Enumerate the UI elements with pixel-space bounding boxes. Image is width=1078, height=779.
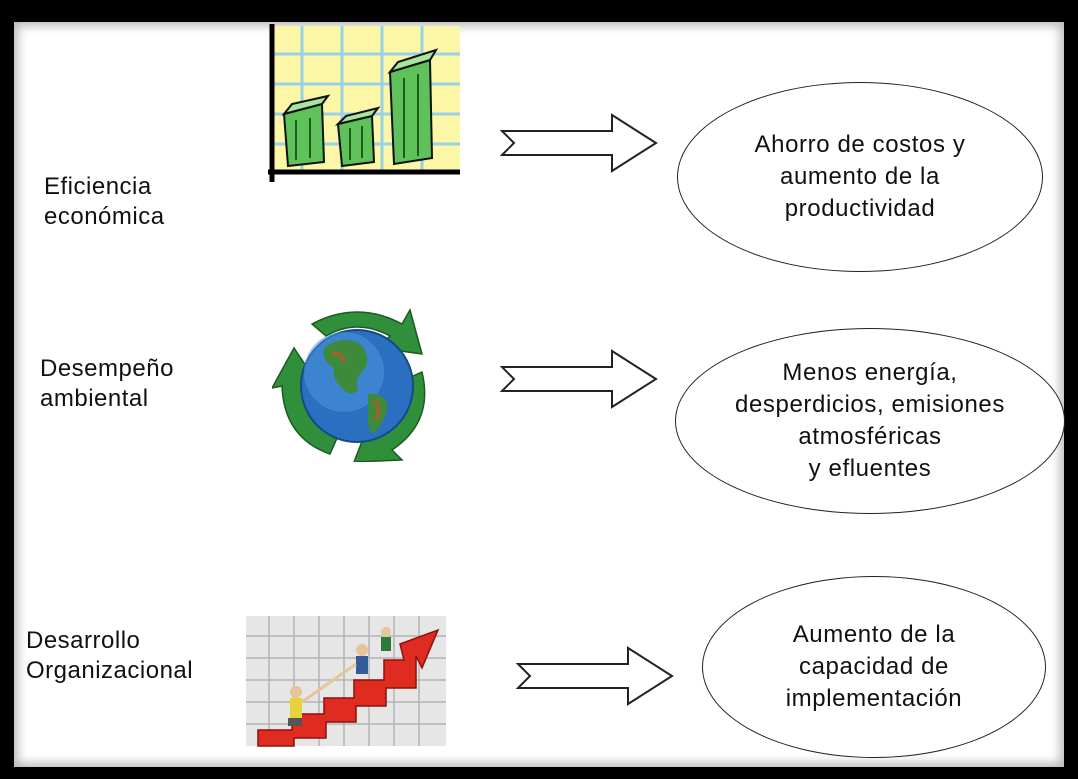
outcome-ellipse-ahorro: Ahorro de costos y aumento de la product… [677,82,1043,272]
outcome-ellipse-aumento-capacidad: Aumento de la capacidad de implementació… [702,576,1046,758]
bar-chart-icon [268,24,460,182]
arrow-right-icon [500,113,658,173]
recycling-globe-icon [272,308,426,462]
diagram-panel: Eficiencia económica Ahorro de [14,22,1065,767]
label-desempeno-ambiental: Desempeño ambiental [40,355,174,412]
label-eficiencia-economica: Eficiencia económica [44,173,165,230]
outcome-ellipse-menos-energia: Menos energía, desperdicios, emisiones a… [675,328,1065,514]
business-growth-stairs-icon [246,616,446,747]
arrow-right-icon [500,349,658,409]
label-desarrollo-organizacional: Desarrollo Organizacional [26,627,194,684]
arrow-right-icon [516,646,674,706]
